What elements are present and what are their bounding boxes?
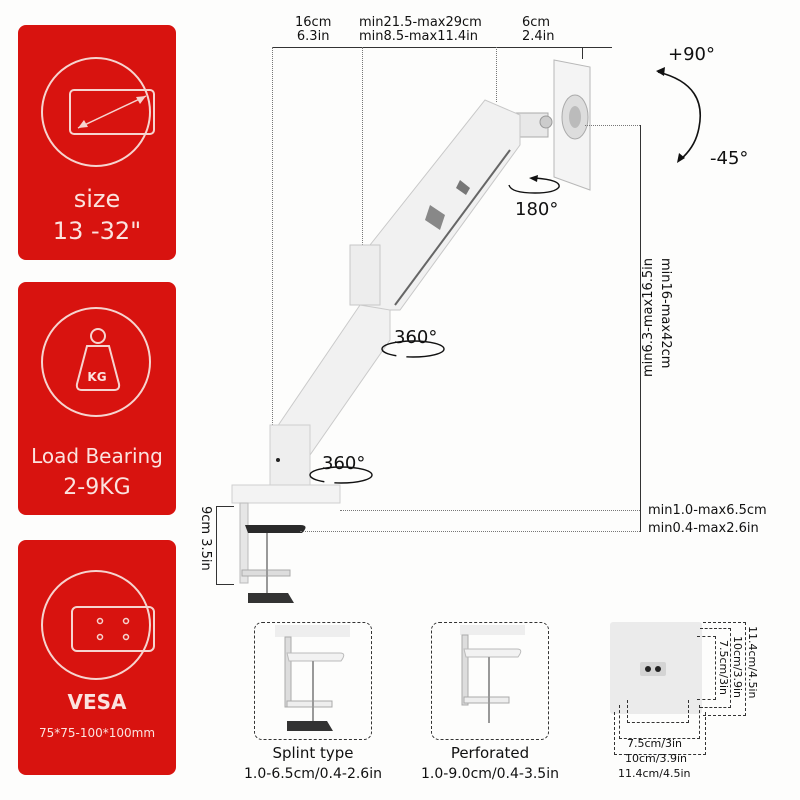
vesa-h-label-2: 10cm/3.9in	[625, 752, 687, 765]
load-value: 2-9KG	[63, 475, 131, 500]
vesa-v-10	[700, 628, 731, 708]
vesa-h-10	[619, 705, 700, 739]
vesa-h-label-3: 11.4cm/4.5in	[618, 767, 691, 780]
clamp-dim-line	[640, 510, 641, 532]
vesa-value: 75*75-100*100mm	[38, 726, 156, 740]
vesa-v-label-3: 11.4cm/4.5in	[746, 626, 759, 699]
tilt-up-label: +90°	[668, 44, 715, 65]
clamp-height-label: 9cm 3.5in	[198, 506, 213, 571]
tilt-arrow-icon	[656, 67, 702, 163]
rotation-360-base: 360°	[308, 453, 378, 487]
height-dimension: min6.3-max16.5in	[641, 258, 656, 377]
rotate-arrow-icon	[381, 340, 445, 358]
clamp-bottom-line	[300, 531, 640, 532]
top-dim-tick-1	[272, 47, 273, 497]
clamp-range-cm: min1.0-max6.5cm	[648, 503, 767, 518]
rotate-arrow-icon	[309, 466, 373, 484]
clamp-height-bottom	[216, 584, 234, 585]
vesa-pattern-icon	[71, 606, 155, 652]
height-dimension-cm: min16-max42cm	[658, 258, 673, 369]
height-top-line	[585, 125, 640, 126]
vesa-hole	[645, 666, 651, 672]
rotate-arrow-icon	[508, 175, 560, 194]
perforated-range: 1.0-9.0cm/0.4-3.5in	[421, 766, 559, 782]
feature-card-load: KG Load Bearing 2-9KG	[18, 282, 176, 515]
monitor-arm-illustration	[231, 59, 591, 603]
dim-16cm: 16cm 6.3in	[295, 15, 332, 44]
splint-clamp-illustration	[275, 625, 350, 731]
vesa-h-11-4	[614, 712, 706, 755]
top-dim-tick-4	[582, 47, 583, 59]
perforated-clamp-illustration	[460, 625, 525, 723]
feature-card-vesa: VESA 75*75-100*100mm	[18, 540, 176, 775]
size-label: size	[73, 185, 121, 213]
vesa-v-11-4	[703, 622, 746, 716]
top-dim-tick-2	[362, 47, 363, 297]
size-value: 13 -32"	[52, 217, 142, 245]
vesa-icon-circle	[41, 570, 151, 680]
vesa-v-label-1: 7.5cm/3in	[717, 640, 730, 695]
vesa-hole	[655, 666, 661, 672]
load-icon-circle	[41, 307, 151, 417]
clamp-top-line	[340, 510, 640, 511]
tilt-down-label: -45°	[710, 148, 749, 169]
clamp-height-line	[216, 506, 217, 584]
vesa-label: VESA	[67, 690, 127, 714]
dim-6cm: 6cm 2.4in	[522, 15, 555, 44]
vesa-plate-image	[610, 622, 702, 714]
splint-type-image	[254, 622, 372, 740]
vesa-h-7-5	[627, 700, 689, 723]
splint-type-label: Splint type	[272, 744, 354, 762]
height-dim-line	[640, 125, 641, 510]
load-label: Load Bearing	[31, 444, 163, 468]
vesa-v-7-5	[697, 636, 716, 700]
top-dim-tick-3	[496, 47, 497, 102]
perforated-type-image	[431, 622, 549, 740]
kg-weight-icon	[75, 328, 121, 391]
clamp-range-in: min0.4-max2.6in	[648, 521, 759, 536]
rotation-360-arm: 360°	[380, 327, 450, 361]
kg-icon-text: KG	[87, 370, 107, 384]
size-icon-circle	[41, 57, 151, 167]
screen-size-icon	[69, 89, 155, 135]
vesa-v-label-2: 10cm/3.9in	[731, 636, 744, 698]
perforated-label: Perforated	[450, 744, 530, 762]
dim-arm-length: min21.5-max29cm min8.5-max11.4in	[359, 15, 482, 44]
splint-type-range: 1.0-6.5cm/0.4-2.6in	[244, 766, 382, 782]
clamp-height-top	[216, 506, 234, 507]
vesa-h-label-1: 7.5cm/3in	[627, 737, 682, 750]
vesa-center-slot	[640, 662, 666, 676]
top-dimension-line	[272, 47, 612, 48]
feature-card-size: size 13 -32"	[18, 25, 176, 260]
